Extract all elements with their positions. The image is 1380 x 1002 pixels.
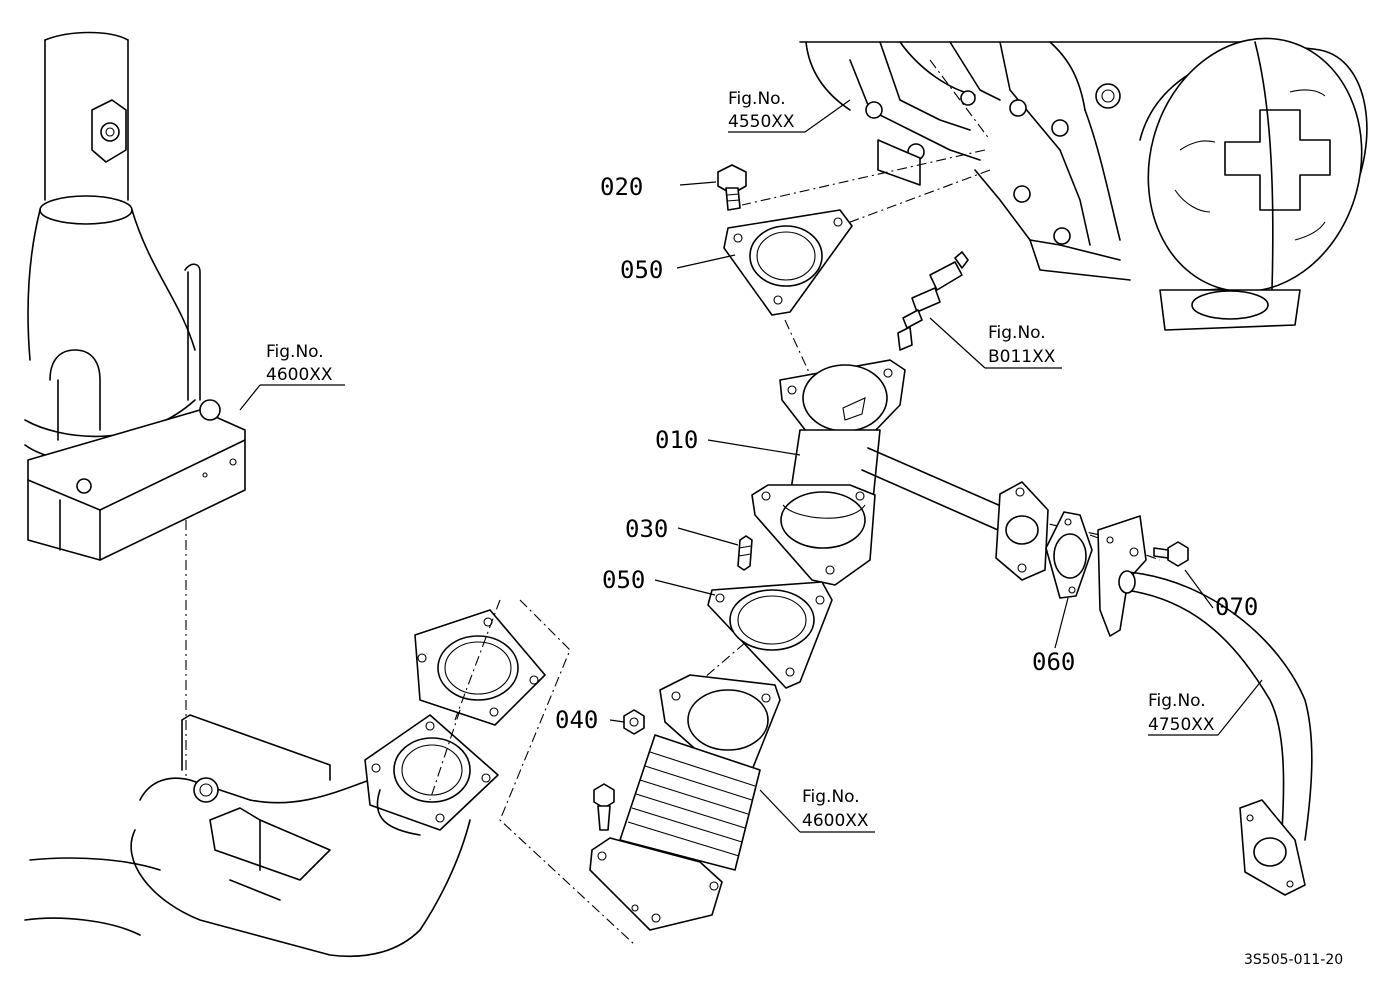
pipe-010-drawing [751, 359, 1049, 586]
engine-block-drawing [799, 37, 1368, 331]
leader-lines [239, 99, 1263, 833]
fig-ref-4600xx-left-line2: 4600XX [266, 365, 333, 385]
flex-pipe-drawing [589, 674, 781, 931]
fig-ref-4600xx-left: Fig.No. 4600XX [266, 342, 333, 385]
label-part-010: 010 [655, 426, 698, 454]
nut-040-drawing [623, 709, 645, 735]
gasket-050-lower-drawing [707, 581, 833, 689]
fig-ref-4750xx-line2: 4750XX [1148, 715, 1215, 735]
stud-030-drawing [737, 535, 753, 571]
fig-ref-4600xx-center-line2: 4600XX [802, 811, 869, 831]
fig-ref-4600xx-center: Fig.No. 4600XX [802, 787, 869, 831]
oxygen-sensor-drawing [897, 251, 969, 351]
gasket-050-upper-drawing [723, 209, 853, 316]
fig-ref-b011xx-line1: Fig.No. [988, 323, 1046, 343]
label-part-060: 060 [1032, 648, 1075, 676]
fig-ref-4550xx-line1: Fig.No. [728, 89, 786, 109]
label-part-030: 030 [625, 515, 668, 543]
label-part-020: 020 [600, 173, 643, 201]
bottom-left-flange-drawing [24, 609, 546, 958]
left-exhaust-pipe-drawing [24, 31, 246, 561]
bolt-020-drawing [717, 164, 747, 211]
gasket-060-drawing [1045, 511, 1093, 599]
bracket-070-drawing [1097, 515, 1189, 637]
fig-ref-4750xx: Fig.No. 4750XX [1148, 691, 1215, 735]
fig-ref-4600xx-left-line1: Fig.No. [266, 342, 324, 362]
figure-references: Fig.No. 4550XX Fig.No. 4600XX Fig.No. B0… [266, 89, 1215, 831]
tail-pipe-drawing [1118, 570, 1313, 896]
drawing-code: 3S505-011-20 [1244, 952, 1343, 968]
label-part-050-upper: 050 [620, 256, 663, 284]
label-part-040: 040 [555, 706, 598, 734]
fig-ref-4750xx-line1: Fig.No. [1148, 691, 1206, 711]
fig-ref-4550xx: Fig.No. 4550XX [728, 89, 795, 132]
center-parts-drawing [589, 164, 1313, 931]
label-part-050-lower: 050 [602, 566, 645, 594]
part-labels: 020 050 010 030 050 040 060 070 [555, 173, 1258, 734]
fig-ref-4550xx-line2: 4550XX [728, 112, 795, 132]
fig-ref-b011xx-line2: B011XX [988, 347, 1056, 367]
fig-ref-4600xx-center-line1: Fig.No. [802, 787, 860, 807]
fig-ref-b011xx: Fig.No. B011XX [988, 323, 1056, 367]
label-part-070: 070 [1215, 593, 1258, 621]
